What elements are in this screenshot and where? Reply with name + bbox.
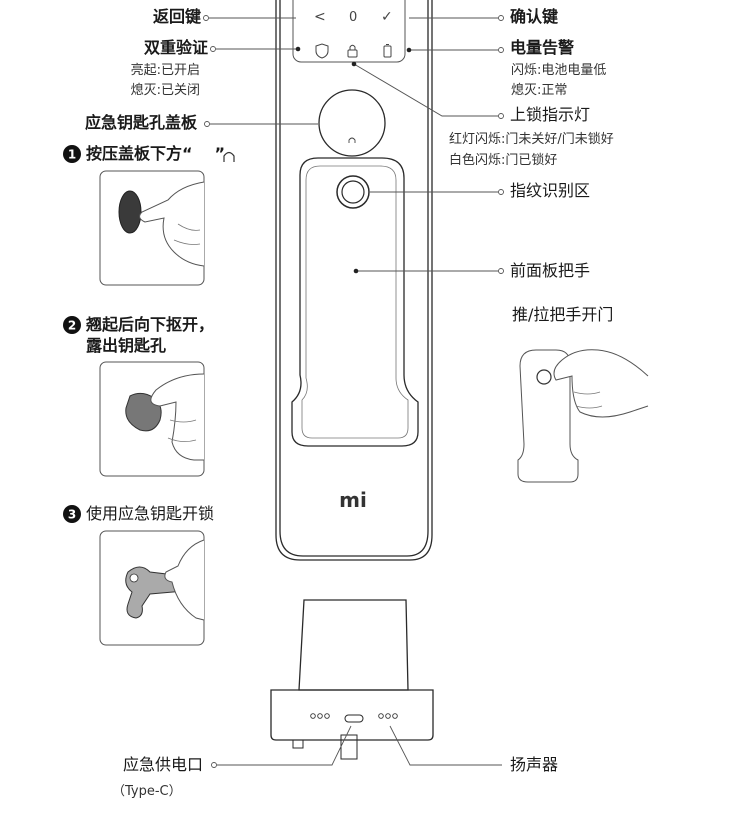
label-lock-indicator: 上锁指示灯 — [510, 105, 591, 124]
battery-icon — [383, 44, 392, 58]
label-battery-blink: 闪烁:电池电量低 — [511, 63, 607, 78]
step2-text-line1: 翘起后向下抠开， — [86, 315, 215, 334]
step1-illustration — [99, 170, 205, 286]
step3-text: 使用应急钥匙开锁 — [86, 504, 215, 523]
label-usb-port: 应急供电口 — [122, 755, 203, 774]
keyhole-glyph-icon — [223, 151, 235, 162]
label-back-key: 返回键 — [152, 7, 201, 26]
step1-badge: 1 — [63, 145, 81, 163]
label-lock-white: 白色闪烁:门已锁好 — [449, 153, 558, 168]
label-usb-type: （Type-C） — [112, 784, 182, 799]
label-battery-off: 熄灭:正常 — [511, 83, 568, 98]
label-battery-alert: 电量告警 — [510, 38, 575, 57]
front-handle — [291, 157, 419, 447]
step2-badge: 2 — [63, 316, 81, 334]
shield-icon — [315, 43, 329, 59]
label-key-cover: 应急钥匙孔盖板 — [84, 113, 197, 132]
leader-lines — [203, 15, 504, 768]
push-pull-illustration — [517, 349, 649, 483]
ok-key-glyph: ✓ — [381, 9, 393, 25]
back-key-glyph: < — [314, 9, 326, 25]
fingerprint-sensor — [336, 175, 370, 209]
svg-text:3: 3 — [68, 508, 76, 522]
zero-key-glyph: 0 — [349, 10, 357, 25]
label-lock-red: 红灯闪烁:门未关好/门未锁好 — [449, 132, 614, 147]
svg-text:1: 1 — [68, 148, 76, 162]
leader-dots — [295, 46, 412, 274]
step2-illustration — [99, 361, 205, 477]
battery-box — [270, 599, 434, 760]
key-cover-knob — [318, 89, 386, 157]
label-front-handle: 前面板把手 — [510, 261, 591, 280]
label-double-verify: 双重验证 — [143, 38, 208, 57]
label-speaker: 扬声器 — [510, 755, 559, 774]
lock-icon — [347, 44, 358, 58]
lock-body — [275, 0, 433, 561]
label-confirm-key: 确认键 — [510, 7, 559, 26]
brand-logo: mi — [339, 488, 367, 512]
step3-badge: 3 — [63, 505, 81, 523]
label-double-verify-off: 熄灭:已关闭 — [130, 83, 200, 98]
label-push-pull: 推/拉把手开门 — [512, 305, 614, 324]
svg-text:2: 2 — [68, 319, 76, 333]
step2-text-line2: 露出钥匙孔 — [86, 336, 167, 355]
speaker-holes — [310, 713, 398, 719]
step1-text: 按压盖板下方“” — [86, 144, 226, 163]
label-double-verify-on: 亮起:已开启 — [130, 63, 200, 78]
step3-illustration — [99, 530, 205, 646]
keypad-panel: < 0 ✓ — [292, 0, 406, 63]
label-fingerprint: 指纹识别区 — [510, 181, 591, 200]
